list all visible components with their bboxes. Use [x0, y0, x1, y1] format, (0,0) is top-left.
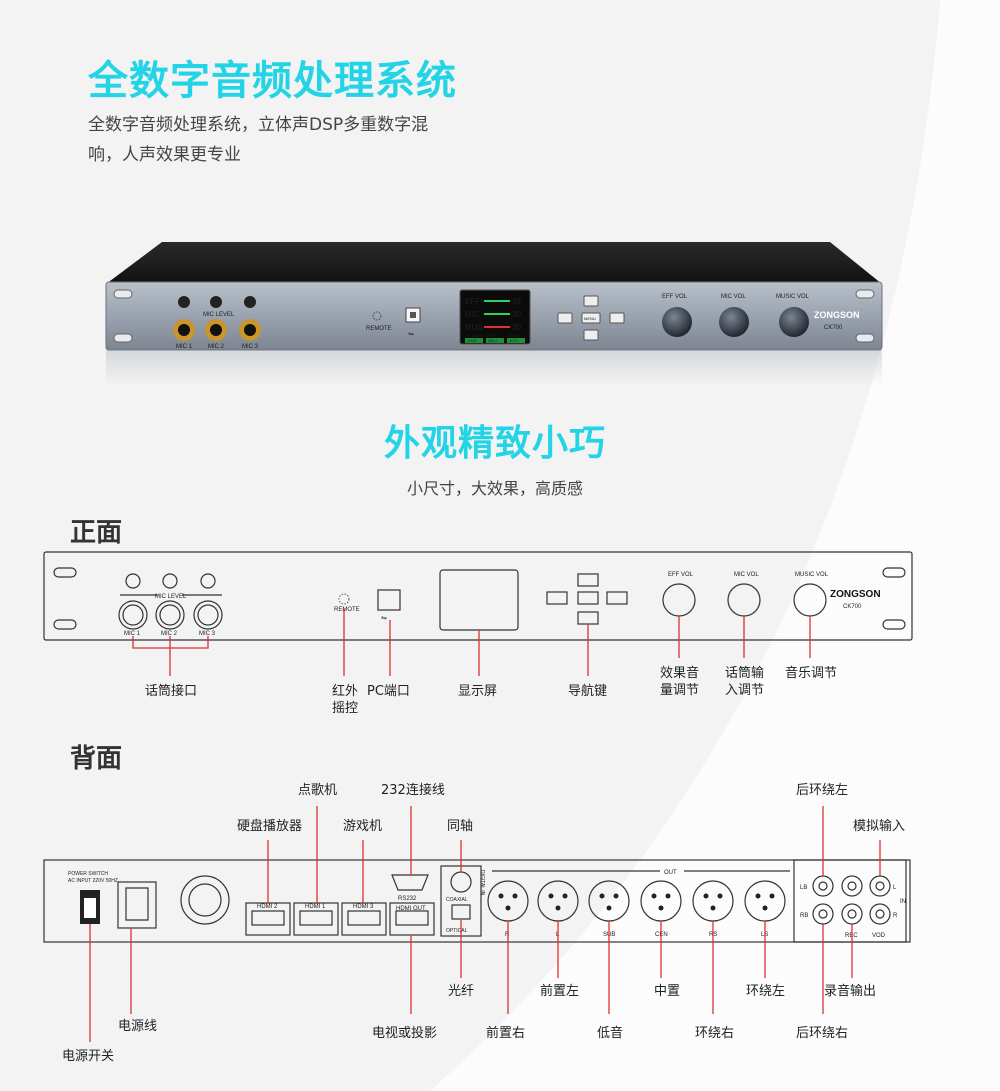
callout-music-vol: 音乐调节 [785, 666, 838, 681]
front-mic-vol-label: MIC VOL [734, 572, 759, 578]
back-optical-text: OPTICAL [446, 928, 468, 934]
back-vod-text: VOD [872, 933, 886, 939]
callout-rs232-cable: 232连接线 [381, 783, 445, 798]
screen-row2-value: 30 [512, 310, 521, 319]
callout-bass: 低音 [597, 1026, 624, 1041]
back-power-switch-text: POWER SWITCH [68, 871, 108, 877]
section-title: 外观精致小巧 [383, 423, 606, 464]
callout-nav-keys: 导航键 [568, 684, 608, 699]
back-hdmi-out-text: HDMI OUT [396, 906, 426, 912]
back-rb-text: RB [800, 913, 808, 919]
section-subtitle: 小尺寸，大效果，高质感 [406, 479, 583, 498]
callout-mic-port: 话筒接口 [145, 684, 198, 699]
description-line-1: 全数字音频处理系统，立体声DSP多重数字混 [88, 115, 429, 135]
photo-brand: ZONGSON [814, 310, 860, 320]
callout-front-left: 前置左 [540, 984, 580, 999]
callout-micvol-line2: 入调节 [725, 683, 765, 698]
svg-text:⇋: ⇋ [381, 615, 387, 622]
photo-remote-label: REMOTE [366, 326, 392, 332]
callout-rear-left: 后环绕左 [796, 783, 849, 798]
screen-row3-value: 20 [512, 323, 521, 332]
back-ac-input-text: AC INPUT 220V 50HZ [68, 878, 118, 884]
screen-row1-value: 36 [512, 297, 521, 306]
callout-eff-line1: 效果音 [660, 666, 700, 681]
front-mic2-label: MIC 2 [161, 631, 178, 637]
front-label: 正面 [70, 518, 123, 548]
callout-center: 中置 [654, 984, 681, 999]
photo-mic1-label: MIC 1 [176, 344, 193, 350]
back-in-text: IN [900, 899, 906, 905]
photo-music-vol-label: MUSIC VOL [776, 294, 810, 300]
back-hdmi2-text: HDMI 2 [257, 904, 278, 910]
page-description: 全数字音频处理系统，立体声DSP多重数字混 响，人声效果更专业 [88, 110, 428, 170]
front-panel-diagram: MIC LEVEL MIC 1 MIC 2 MIC 3 REMOTE ⇋ EFF… [43, 551, 913, 676]
callout-display: 显示屏 [458, 684, 498, 699]
screen-footer1-label: SOURCE [466, 333, 483, 338]
callout-ir-remote: 红外 摇控 [332, 683, 358, 717]
callout-eff-vol: 效果音 量调节 [660, 665, 699, 699]
callout-hdd-player: 硬盘播放器 [237, 819, 303, 834]
screen-footer2-label: FBK [487, 333, 495, 338]
back-hdmi3-text: HDMI 3 [353, 904, 374, 910]
photo-eff-vol-label: EFF VOL [662, 294, 688, 300]
device-photo: MIC LEVEL MIC 1 MIC 2 MIC 3 REMOTE ⇋ EFF… [105, 242, 883, 386]
callout-power-cord: 电源线 [118, 1019, 158, 1034]
back-out-text: OUT [664, 870, 677, 876]
photo-model: CK700 [824, 325, 843, 331]
photo-mic3-label: MIC 3 [242, 344, 259, 350]
callout-front-right: 前置右 [486, 1026, 526, 1041]
screen-row2-label: MIC [465, 310, 480, 319]
back-label: 背面 [70, 744, 123, 774]
back-lb-text: LB [800, 885, 807, 891]
svg-text:⇋: ⇋ [408, 331, 414, 338]
photo-menu-label: MENU [584, 316, 596, 321]
description-line-2: 响，人声效果更专业 [88, 145, 241, 165]
callout-pc-port: PC端口 [367, 684, 410, 699]
callout-song-machine: 点歌机 [298, 783, 338, 798]
front-eff-vol-label: EFF VOL [668, 572, 694, 578]
callout-coaxial: 同轴 [447, 819, 474, 834]
back-panel-diagram: POWER SWITCH AC INPUT 220V 50HZ HDMI 2 H… [43, 806, 911, 1042]
callout-micvol-line1: 话筒输 [725, 666, 765, 681]
photo-mic-level-label: MIC LEVEL [203, 312, 235, 318]
front-brand: ZONGSON [830, 589, 881, 600]
front-music-vol-label: MUSIC VOL [795, 572, 829, 578]
callout-ir-line1: 红外 [332, 684, 359, 699]
callout-rec-out: 录音输出 [824, 984, 877, 999]
callout-eff-line2: 量调节 [660, 683, 700, 698]
screen-footer3-label: MODE [508, 333, 520, 338]
callout-surround-left: 环绕左 [746, 984, 786, 999]
photo-mic2-label: MIC 2 [208, 344, 225, 350]
front-mic-level-label: MIC LEVEL [155, 594, 187, 600]
back-r-text: R [893, 913, 898, 919]
callout-analog-input: 模拟输入 [853, 819, 906, 834]
screen-footer2-value: ON-2 [488, 338, 498, 343]
callout-power-switch: 电源开关 [62, 1049, 115, 1064]
back-hdmi1-text: HDMI 1 [305, 904, 326, 910]
callout-surround-right: 环绕右 [695, 1026, 735, 1041]
callout-ir-line2: 摇控 [332, 701, 359, 716]
callout-optical: 光纤 [448, 984, 475, 999]
screen-footer3-value: KTV [510, 338, 518, 343]
callout-game-console: 游戏机 [343, 819, 383, 834]
photo-mic-vol-label: MIC VOL [721, 294, 746, 300]
screen-footer1-value: VOD [468, 338, 477, 343]
callout-tv-projector: 电视或投影 [372, 1026, 438, 1041]
screen-row1-label: EFF [465, 297, 480, 306]
screen-row3-label: MUS [465, 323, 483, 332]
front-mic3-label: MIC 3 [199, 631, 216, 637]
back-l-text: L [893, 885, 897, 891]
front-mic1-label: MIC 1 [124, 631, 141, 637]
page-title: 全数字音频处理系统 [88, 58, 457, 104]
back-digital-in-text: DIGITAL IN [479, 870, 485, 896]
callout-mic-vol: 话筒输 入调节 [725, 665, 764, 699]
front-model: CK700 [843, 604, 862, 610]
front-remote-label: REMOTE [334, 607, 360, 613]
callout-rear-right: 后环绕右 [796, 1026, 849, 1041]
back-rs232-text: RS232 [398, 896, 417, 902]
back-coaxial-text: COAXIAL [446, 897, 468, 903]
